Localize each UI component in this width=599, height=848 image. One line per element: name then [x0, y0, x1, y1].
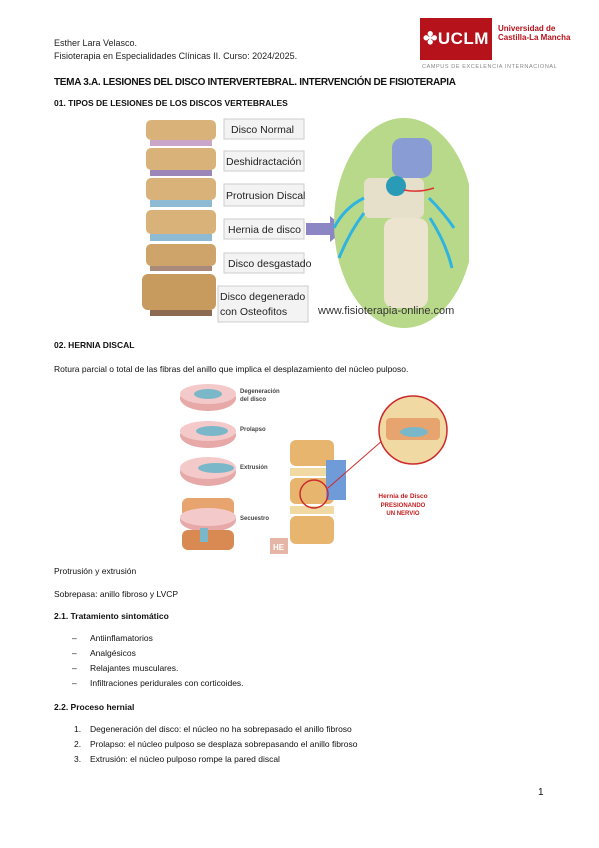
vertebra-closeup	[332, 138, 456, 308]
treatment-list: –Antiinflamatorios –Analgésicos –Relajan…	[72, 633, 244, 693]
hernia-definition: Rotura parcial o total de las fibras del…	[54, 364, 409, 374]
fig2-callout-title: Hernia de Disco	[378, 493, 427, 500]
list-item: 1.Degeneración del disco: el núcleo no h…	[74, 724, 352, 734]
logo-campus: CAMPUS DE EXCELENCIA INTERNACIONAL	[422, 64, 558, 70]
hernia-stages-figure: Degeneración del disco Prolapso Extrusió…	[180, 384, 448, 554]
page-number: 1	[538, 787, 544, 798]
disc-stage-diagrams	[180, 384, 236, 550]
fig2-label-extrusion: Extrusión	[240, 465, 268, 471]
process-heading: 2.2. Proceso hernial	[54, 702, 135, 712]
list-item: 3.Extrusión: el núcleo pulposo rompe la …	[74, 754, 280, 764]
page-title: TEMA 3.A. LESIONES DEL DISCO INTERVERTEB…	[54, 77, 456, 88]
fig2-label-disc: del disco	[240, 397, 266, 403]
treatment-heading: 2.1. Tratamiento sintomático	[54, 611, 169, 621]
logo-brand: ✤UCLM	[420, 18, 492, 60]
section1-heading: 01. TIPOS DE LESIONES DE LOS DISCOS VERT…	[54, 98, 288, 108]
header-course: Fisioterapia en Especialidades Clínicas …	[54, 51, 298, 61]
fig1-label-worn: Disco desgastado	[228, 258, 312, 270]
disc-lesions-figure: Disco Normal Deshidractación Protrusion …	[134, 118, 469, 328]
fig2-callout-line1: PRESIONANDO	[381, 503, 426, 509]
fig1-label-dehydration: Deshidractación	[226, 156, 301, 168]
fig1-watermark: www.fisioterapia-online.com	[317, 305, 454, 317]
fig2-label-degeneration: Degeneración	[240, 389, 280, 395]
fig2-callout-line2: UN NERVIO	[386, 511, 420, 517]
list-item: –Infiltraciones peridurales con corticoi…	[72, 678, 244, 688]
vertebrae-illustration	[142, 120, 216, 316]
spine-herniation-illustration	[290, 395, 448, 544]
process-list: 1.Degeneración del disco: el núcleo no h…	[74, 724, 357, 769]
logo-university: Universidad de Castilla-La Mancha	[498, 24, 571, 42]
fig1-label-degenerated: Disco degenerado	[220, 291, 305, 303]
fig1-label-normal: Disco Normal	[231, 124, 294, 136]
section2-heading: 02. HERNIA DISCAL	[54, 340, 135, 350]
fig2-label-prolapse: Prolapso	[240, 427, 266, 433]
list-item: 2.Prolapso: el núcleo pulposo se desplaz…	[74, 739, 358, 749]
list-item: –Relajantes musculares.	[72, 663, 179, 673]
fig1-label-protrusion: Protrusion Discal	[226, 190, 305, 202]
header-author: Esther Lara Velasco.	[54, 38, 138, 48]
fig1-label-hernia: Hernia de disco	[228, 224, 301, 236]
note-exceeds: Sobrepasa: anillo fibroso y LVCP	[54, 589, 179, 599]
uclm-logo: ✤UCLM Universidad de Castilla-La Mancha …	[420, 18, 580, 74]
list-item: –Antiinflamatorios	[72, 633, 153, 643]
fig2-tag: HE	[273, 543, 285, 552]
fig2-label-sequestration: Secuestro	[240, 516, 269, 522]
list-item: –Analgésicos	[72, 648, 136, 658]
note-protrusion: Protrusión y extrusión	[54, 566, 137, 576]
fig1-label-osteophytes: con Osteofitos	[220, 306, 287, 318]
